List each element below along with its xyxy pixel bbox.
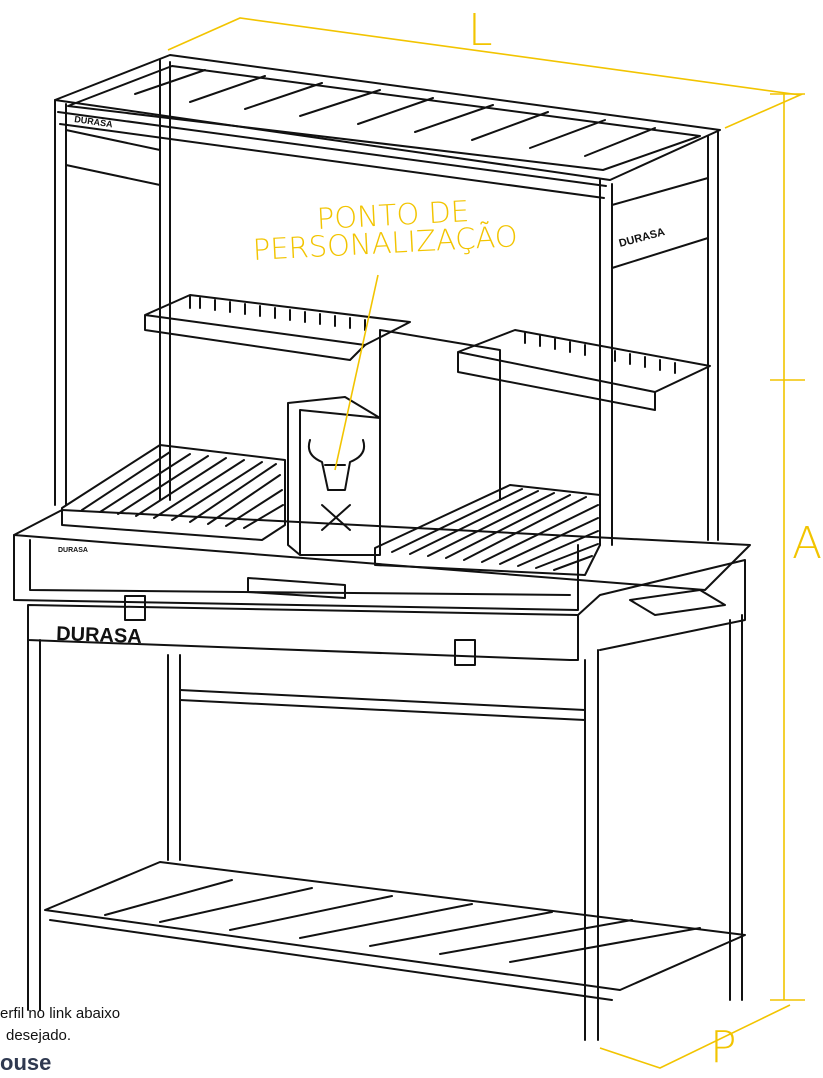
canopy-inner bbox=[67, 65, 701, 171]
firebox-brand-logo: DURASA bbox=[58, 547, 88, 554]
upper-right-shelf bbox=[457, 329, 711, 411]
right-back-post bbox=[707, 131, 719, 541]
canopy-rods bbox=[134, 69, 656, 157]
depth-dimension-line bbox=[599, 1004, 791, 1069]
right-front-post bbox=[599, 179, 613, 546]
bull-emblem bbox=[307, 439, 366, 531]
height-dimension-line bbox=[770, 93, 805, 1001]
bottom-shelf bbox=[44, 861, 746, 1001]
front-brand-logo: DURASA bbox=[56, 623, 142, 648]
height-label: A bbox=[792, 518, 823, 569]
left-back-post bbox=[159, 59, 171, 501]
front-right-leg bbox=[584, 649, 599, 1041]
upper-left-shelf bbox=[144, 294, 411, 361]
back-right-leg bbox=[729, 614, 743, 1001]
left-grate bbox=[61, 444, 286, 541]
canopy-beam bbox=[57, 111, 607, 187]
bottom-shelf-rods bbox=[104, 879, 701, 963]
caption-line2: desejado. bbox=[6, 1027, 72, 1044]
latch-left bbox=[124, 595, 146, 621]
left-grate-bars bbox=[81, 451, 284, 529]
banner-brand-logo: DURASA bbox=[618, 226, 667, 250]
right-grate bbox=[374, 484, 601, 576]
width-label: L bbox=[468, 5, 493, 56]
firebox-top bbox=[13, 509, 751, 591]
caption-line3: ouse bbox=[0, 1050, 52, 1075]
right-banner bbox=[611, 177, 709, 269]
caption-line1: erfil no link abaixo bbox=[0, 1005, 121, 1022]
canopy-beam-2 bbox=[59, 123, 605, 199]
upper-left-shelf-slats bbox=[199, 297, 366, 331]
width-dimension-line bbox=[167, 17, 803, 129]
right-grate-bars bbox=[391, 488, 599, 571]
front-left-leg bbox=[27, 639, 41, 1011]
firebox-front bbox=[13, 534, 579, 611]
side-rack bbox=[629, 589, 726, 616]
left-banner bbox=[65, 129, 161, 186]
canopy-frame bbox=[54, 54, 721, 181]
callout-leader bbox=[334, 274, 379, 471]
handle bbox=[247, 577, 346, 599]
latch-right bbox=[454, 639, 476, 666]
center-plate bbox=[287, 396, 381, 556]
depth-label: P bbox=[710, 1022, 737, 1073]
back-panel bbox=[379, 329, 501, 501]
back-left-leg bbox=[167, 654, 181, 861]
front-apron bbox=[27, 559, 746, 661]
lower-beam bbox=[179, 689, 586, 721]
left-front-post bbox=[54, 99, 67, 506]
upper-right-shelf-slats bbox=[524, 332, 676, 374]
